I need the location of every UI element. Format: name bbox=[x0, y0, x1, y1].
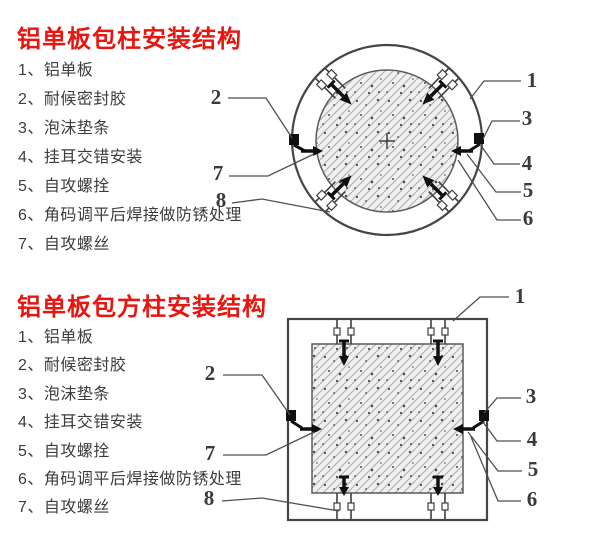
callout-6: 6 bbox=[523, 206, 534, 230]
legend-item: 6、角码调平后焊接做防锈处理 bbox=[18, 470, 242, 488]
callout-5: 5 bbox=[528, 457, 539, 481]
center-cross-mark bbox=[379, 133, 395, 149]
callout-8: 8 bbox=[204, 486, 215, 510]
legend-item: 2、耐候密封胶 bbox=[18, 91, 127, 108]
callout-2: 2 bbox=[205, 361, 216, 385]
section2-legend: 1、铝单板 2、耐候密封胶 3、泡沫垫条 4、挂耳交错安装 5、自攻螺拴 6、角… bbox=[18, 324, 242, 523]
callout-1: 1 bbox=[527, 68, 538, 92]
callout-4: 4 bbox=[527, 427, 538, 451]
callout-1: 1 bbox=[515, 284, 526, 308]
round-column-diagram: 2 7 8 1 3 4 5 6 bbox=[211, 43, 538, 237]
callout-5: 5 bbox=[523, 178, 534, 202]
callout-2: 2 bbox=[211, 85, 222, 109]
legend-item: 7、自攻螺丝 bbox=[18, 499, 110, 517]
right-lug-fastener bbox=[451, 133, 484, 156]
callout-3: 3 bbox=[522, 106, 533, 130]
callout-6: 6 bbox=[527, 487, 538, 511]
round-leader-lines bbox=[228, 80, 521, 221]
section1-legend: 1、铝单板 2、耐候密封胶 3、泡沫垫条 4、挂耳交错安装 5、自攻螺拴 6、角… bbox=[18, 56, 242, 259]
square-column-diagram: 2 7 8 1 3 4 5 6 bbox=[204, 284, 539, 522]
legend-item: 4、挂耳交错安装 bbox=[18, 414, 143, 432]
callout-8: 8 bbox=[216, 188, 227, 212]
section2-title: 铝单板包方柱安装结构 bbox=[17, 294, 267, 321]
callout-4: 4 bbox=[522, 151, 533, 175]
legend-item: 4、挂耳交错安装 bbox=[18, 149, 143, 166]
right-lug-fastener bbox=[453, 410, 489, 434]
legend-item: 6、角码调平后焊接做防锈处理 bbox=[18, 207, 242, 224]
callout-7: 7 bbox=[213, 161, 224, 185]
legend-item: 5、自攻螺拴 bbox=[18, 442, 110, 460]
legend-item: 1、铝单板 bbox=[18, 329, 94, 346]
legend-item: 3、泡沫垫条 bbox=[18, 120, 110, 137]
legend-item: 2、耐候密封胶 bbox=[18, 357, 127, 375]
square-leader-lines bbox=[221, 296, 522, 512]
left-lug-fastener bbox=[289, 134, 323, 156]
callout-3: 3 bbox=[526, 384, 537, 408]
left-lug-fastener bbox=[286, 410, 322, 434]
legend-item: 7、自攻螺丝 bbox=[18, 236, 110, 253]
legend-item: 5、自攻螺拴 bbox=[18, 178, 110, 195]
section1-title: 铝单板包柱安装结构 bbox=[17, 26, 242, 53]
callout-7: 7 bbox=[205, 441, 216, 465]
legend-item: 3、泡沫垫条 bbox=[18, 385, 110, 403]
concrete-column-square bbox=[311, 343, 464, 494]
legend-item: 1、铝单板 bbox=[18, 62, 94, 79]
